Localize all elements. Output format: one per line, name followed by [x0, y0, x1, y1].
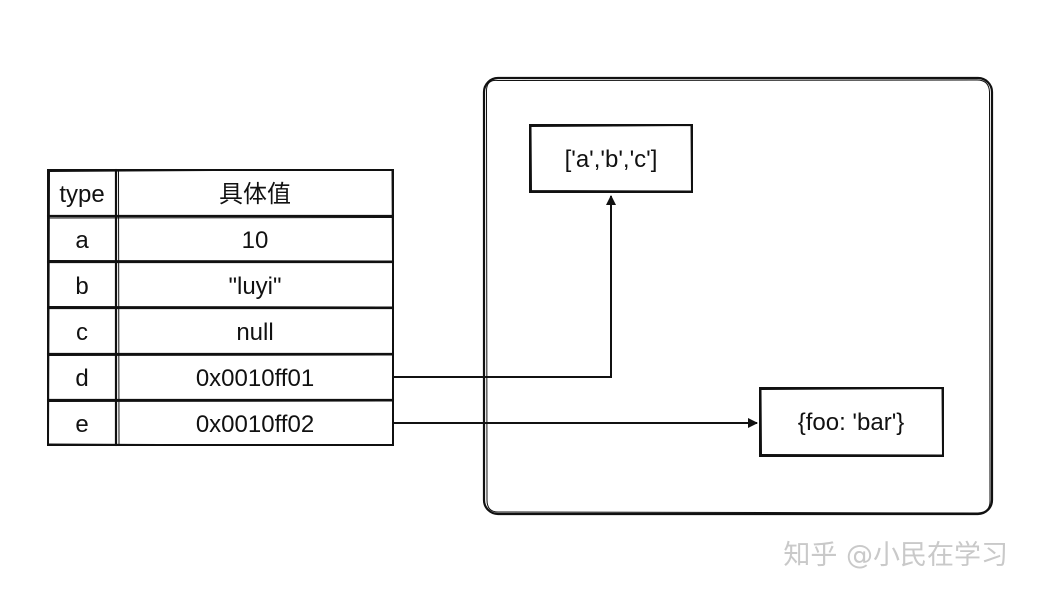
row-e-key: e [75, 411, 88, 438]
row-b-key: b [75, 273, 88, 300]
heap-container [482, 76, 994, 516]
row-c-key: c [76, 319, 88, 346]
row-a-key: a [75, 227, 89, 254]
table-header-type: type [59, 181, 104, 208]
array-object-label: ['a','b','c'] [565, 146, 658, 173]
row-a-value: 10 [242, 227, 269, 254]
pointer-arrow-d [394, 195, 616, 378]
row-d-value: 0x0010ff01 [196, 365, 314, 392]
watermark-text: 知乎 @小民在学习 [783, 540, 1008, 571]
row-b-value: "luyi" [228, 273, 281, 300]
stack-table [46, 168, 395, 447]
plain-object-box [759, 387, 944, 457]
row-c-value: null [236, 319, 273, 346]
row-d-key: d [75, 365, 88, 392]
row-e-value: 0x0010ff02 [196, 411, 314, 438]
plain-object-label: {foo: 'bar'} [798, 409, 905, 436]
table-header-value: 具体值 [219, 180, 291, 208]
array-object-box [529, 124, 693, 193]
